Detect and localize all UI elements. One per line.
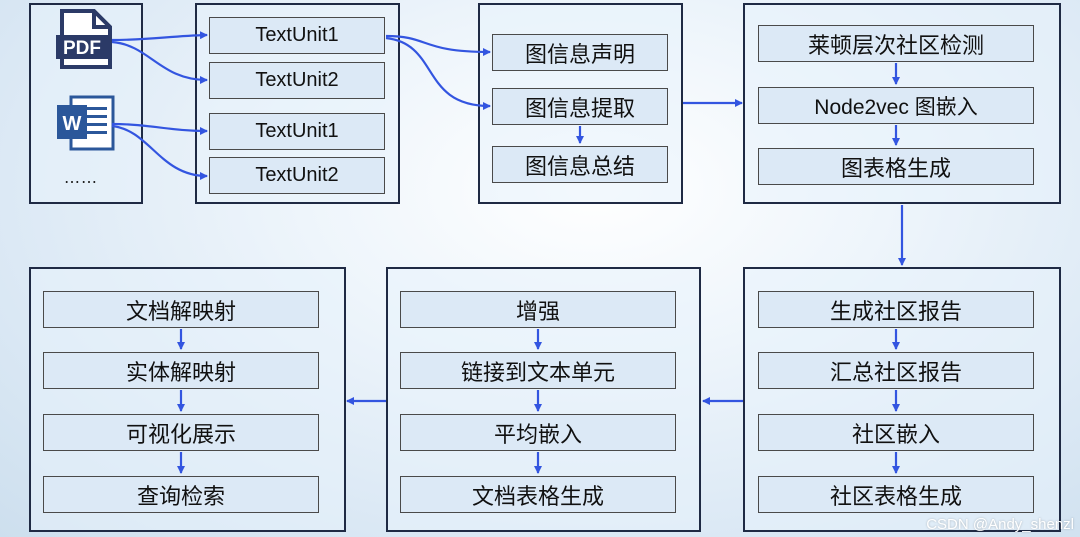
text-unit-box: TextUnit1 — [209, 17, 385, 54]
graph-processing-step: 莱顿层次社区检测 — [758, 25, 1034, 62]
graph-extraction-step: 图信息声明 — [492, 34, 668, 71]
community-step: 生成社区报告 — [758, 291, 1034, 328]
more-files-ellipsis: …… — [64, 168, 98, 187]
output-step: 实体解映射 — [43, 352, 319, 389]
svg-text:PDF: PDF — [63, 38, 101, 59]
document-step: 链接到文本单元 — [400, 352, 676, 389]
text-unit-box: TextUnit1 — [209, 113, 385, 150]
word-file-icon: W — [57, 95, 115, 151]
textunit-to-extraction-arrow — [385, 36, 491, 110]
text-unit-box: TextUnit2 — [209, 157, 385, 194]
community-step: 社区表格生成 — [758, 476, 1034, 513]
graph-extraction-step: 图信息总结 — [492, 146, 668, 183]
graph-processing-step: 图表格生成 — [758, 148, 1034, 185]
graph-processing-step: Node2vec 图嵌入 — [758, 87, 1034, 124]
document-step: 文档表格生成 — [400, 476, 676, 513]
output-step: 查询检索 — [43, 476, 319, 513]
output-step: 文档解映射 — [43, 291, 319, 328]
graph-extraction-step: 图信息提取 — [492, 88, 668, 125]
community-step: 汇总社区报告 — [758, 352, 1034, 389]
output-step: 可视化展示 — [43, 414, 319, 451]
document-step: 增强 — [400, 291, 676, 328]
watermark: CSDN @Andy_shenzl — [926, 516, 1074, 533]
document-step: 平均嵌入 — [400, 414, 676, 451]
text-unit-box: TextUnit2 — [209, 62, 385, 99]
svg-text:W: W — [63, 113, 82, 135]
community-step: 社区嵌入 — [758, 414, 1034, 451]
textunit-to-extraction-arrow — [385, 34, 491, 56]
pdf-file-icon: PDF — [56, 9, 112, 69]
